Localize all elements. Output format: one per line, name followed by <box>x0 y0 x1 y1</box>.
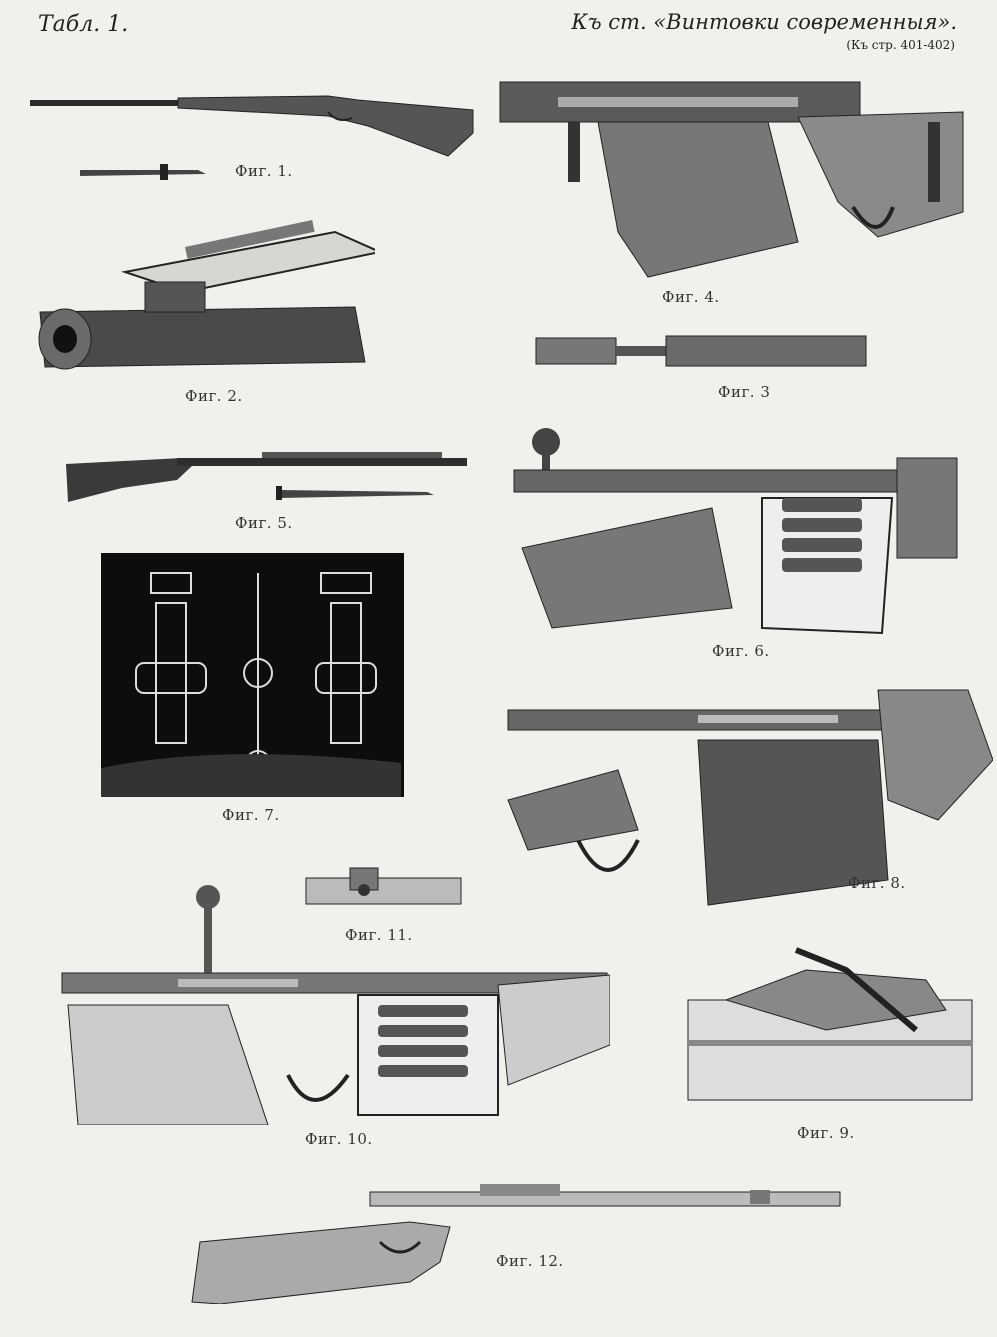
figure-6-magazine-cutaway <box>512 428 962 638</box>
figure-12-caption: Фиг. 12. <box>496 1252 564 1270</box>
figure-5-rifle-illustration <box>62 440 472 512</box>
table-label: Табл. 1. <box>38 12 129 37</box>
figure-4-action-cutaway <box>498 62 966 287</box>
figure-2-caption: Фиг. 2. <box>185 387 243 405</box>
figure-8-action-cutaway <box>498 680 993 910</box>
figure-7-sight-detail-panel <box>101 553 404 797</box>
figure-5-caption: Фиг. 5. <box>235 514 293 532</box>
figure-9-caption: Фиг. 9. <box>797 1124 855 1142</box>
article-reference: Къ ст. «Винтовки современныя». <box>571 10 957 34</box>
figure-1-rifle-illustration <box>28 88 478 183</box>
figure-10-rifle-cutaway <box>58 885 610 1125</box>
figure-4-caption: Фиг. 4. <box>662 288 720 306</box>
figure-8-caption: Фиг. 8. <box>848 874 906 892</box>
figure-10-caption: Фиг. 10. <box>305 1130 373 1148</box>
figure-6-caption: Фиг. 6. <box>712 642 770 660</box>
figure-7-caption: Фиг. 7. <box>222 806 280 824</box>
figure-2-sight-illustration <box>35 212 375 372</box>
figure-12-rifle-illustration <box>190 1172 858 1304</box>
figure-11-caption: Фиг. 11. <box>345 926 413 944</box>
figure-1-caption: Фиг. 1. <box>235 162 293 180</box>
figure-11-detail-illustration <box>300 862 465 916</box>
page-reference: (Къ стр. 401-402) <box>846 38 955 52</box>
figure-3-caption: Фиг. 3 <box>718 383 771 401</box>
figure-3-bolt-illustration <box>530 328 870 376</box>
figure-9-bolt-mechanism <box>686 930 974 1108</box>
